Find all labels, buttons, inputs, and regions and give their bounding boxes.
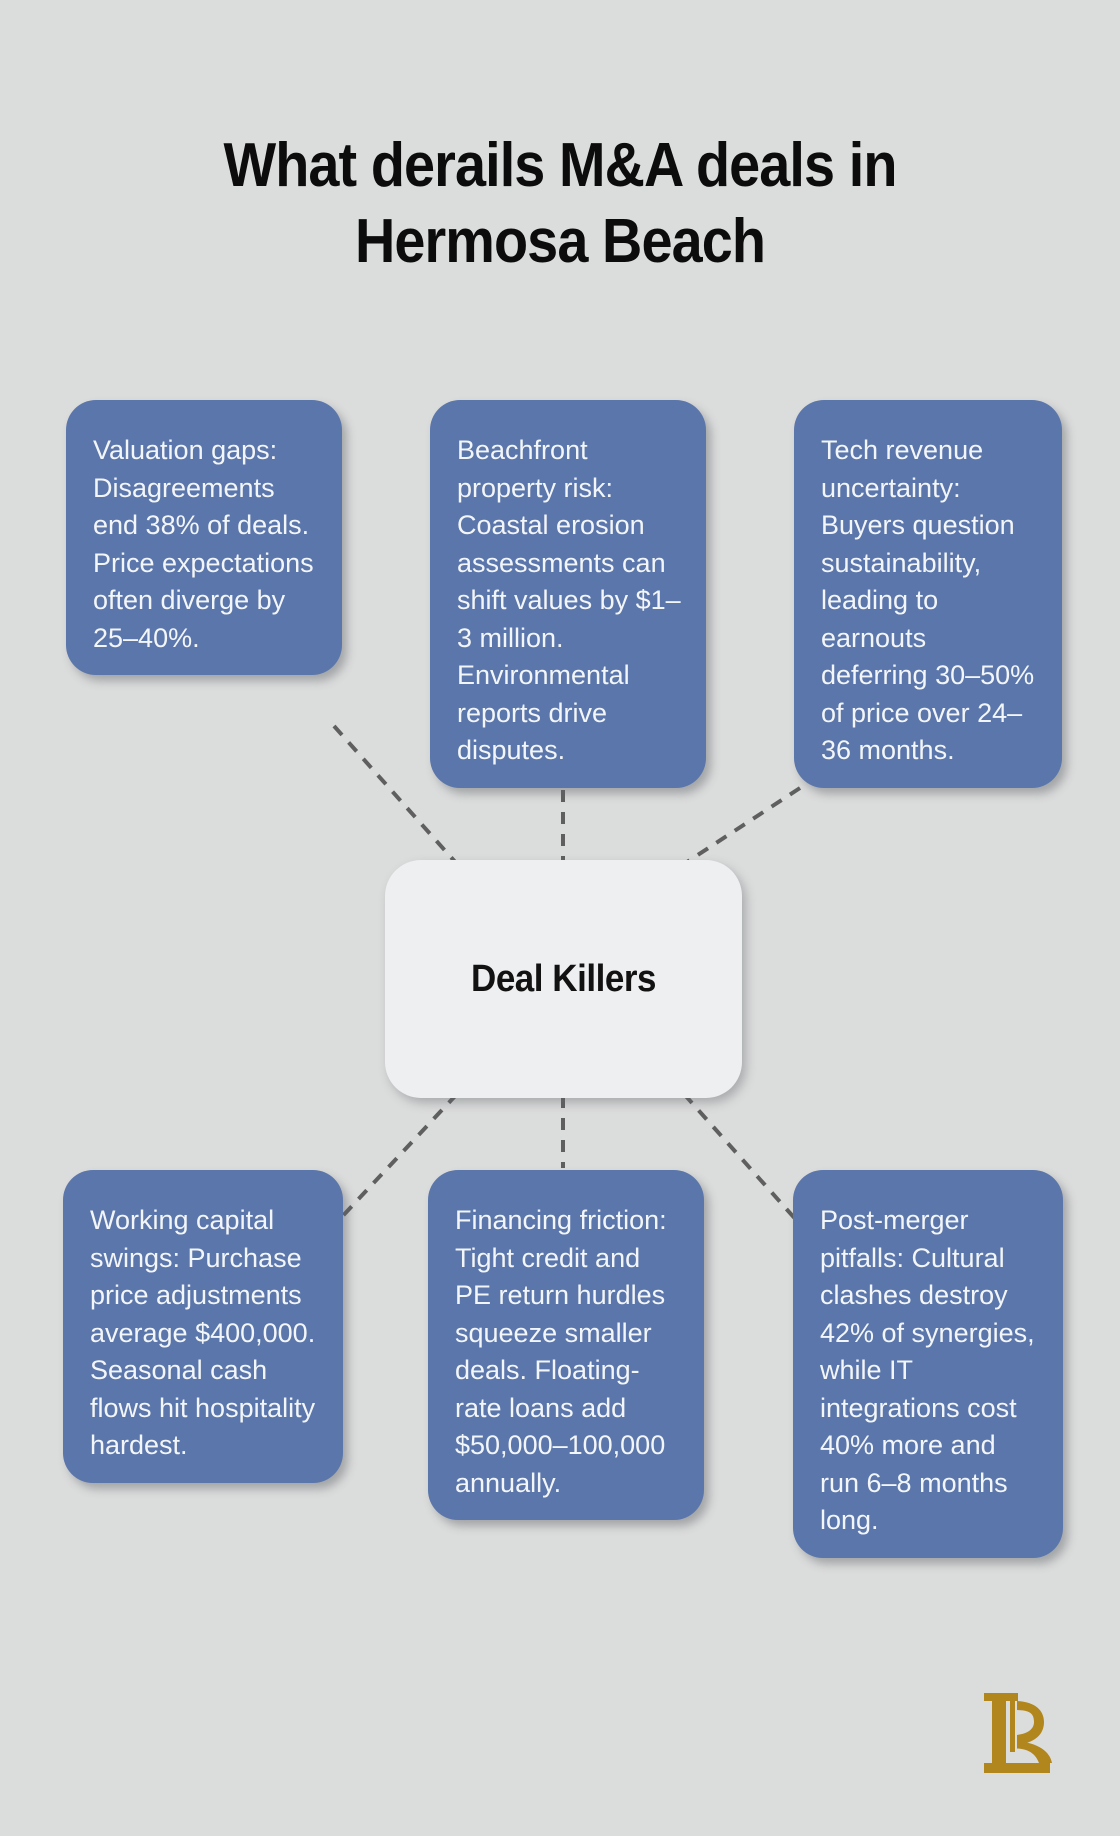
- connector-line: [335, 1092, 459, 1224]
- node-text: Tech revenue uncertainty: Buyers questio…: [821, 435, 1035, 765]
- lp-monogram-icon: [984, 1693, 1052, 1773]
- page-title: What derails M&A deals in Hermosa Beach: [0, 128, 1120, 280]
- node-beachfront-property-risk: Beachfront property risk: Coastal erosio…: [430, 400, 706, 788]
- node-text: Post-merger pitfalls: Cultural clashes d…: [820, 1205, 1035, 1535]
- node-working-capital-swings: Working capital swings: Purchase price a…: [63, 1170, 343, 1483]
- page-title-line1: What derails M&A deals in: [223, 130, 897, 200]
- page-title-line2: Hermosa Beach: [354, 206, 766, 276]
- node-tech-revenue-uncertainty: Tech revenue uncertainty: Buyers questio…: [794, 400, 1062, 788]
- node-valuation-gaps: Valuation gaps: Disagreements end 38% of…: [66, 400, 342, 675]
- node-text: Beachfront property risk: Coastal erosio…: [457, 435, 681, 765]
- hub-deal-killers: Deal Killers: [385, 860, 742, 1098]
- connector-line: [682, 1092, 800, 1224]
- connector-line: [682, 786, 802, 866]
- node-text: Financing friction: Tight credit and PE …: [455, 1205, 667, 1498]
- node-post-merger-pitfalls: Post-merger pitfalls: Cultural clashes d…: [793, 1170, 1063, 1558]
- connector-line: [332, 724, 459, 866]
- node-text: Valuation gaps: Disagreements end 38% of…: [93, 435, 314, 653]
- hub-label: Deal Killers: [471, 957, 656, 1000]
- node-financing-friction: Financing friction: Tight credit and PE …: [428, 1170, 704, 1520]
- node-text: Working capital swings: Purchase price a…: [90, 1205, 316, 1460]
